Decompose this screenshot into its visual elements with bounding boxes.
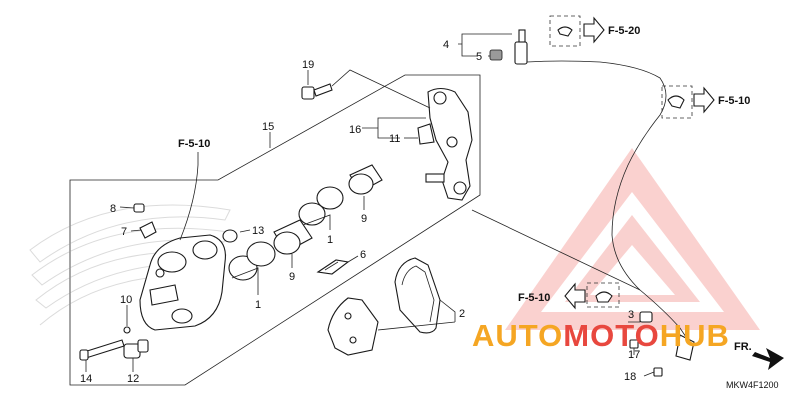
bleeder-screw-7 [139,221,157,239]
ref-label-f520[interactable]: F-5-20 [608,25,640,37]
callout-2: 2 [459,308,465,320]
callout-14: 14 [80,373,92,385]
oring-10 [123,326,131,334]
abs-sensor-wire [514,29,695,377]
reference-labels: F-5-20 F-5-10 F-5-10 F-5-10 [178,25,750,304]
seal-set-lower [228,241,276,281]
arrow-right-icon [583,16,605,44]
callout-4: 4 [443,39,449,51]
callout-8: 8 [110,203,116,215]
callout-labels: 4 5 19 16 11 15 8 7 13 9 1 9 6 1 2 10 14… [80,39,640,385]
bleeder-cap-8 [133,203,145,213]
caliper-bracket [417,87,473,201]
ref-box-f510-lower [586,282,620,308]
callout-11: 11 [389,133,400,145]
callout-16: 16 [349,124,361,136]
callout-1-upper: 1 [327,234,333,246]
callout-6: 6 [360,249,366,261]
arrow-right-icon [693,86,715,114]
arrow-left-icon [564,282,586,310]
callout-1-lower: 1 [255,299,261,311]
ref-label-f510-left[interactable]: F-5-10 [178,138,210,150]
ref-box-f510-right [661,85,693,119]
piston-lower [273,219,313,255]
callout-3: 3 [628,309,634,321]
front-direction-label: FR. [734,341,752,353]
watermark-moto: MOTO [563,318,659,353]
front-direction-arrow [752,348,784,370]
callout-12: 12 [127,373,139,385]
callout-9-lower: 9 [289,271,295,283]
pin-bolt-14 [79,339,125,361]
watermark-triangle [505,148,760,330]
sleeve-12 [123,339,149,359]
bolt-19 [301,83,333,100]
dust-cap-13 [222,229,238,243]
clip-5 [489,49,503,61]
callout-10: 10 [120,294,132,306]
callout-5: 5 [476,51,482,63]
callout-9-upper: 9 [361,213,367,225]
callout-17: 17 [628,349,640,361]
seal-set-upper [298,186,344,226]
diagram-code: MKW4F1200 [726,380,779,390]
ref-label-f510-lower[interactable]: F-5-10 [518,292,550,304]
watermark-hub: HUB [660,318,730,353]
piston-upper [348,164,383,195]
callout-13: 13 [252,225,264,237]
caliper-body [139,234,226,331]
watermark-auto: AUTO [472,318,563,353]
pad-spring-6 [316,259,350,275]
ref-box-f520 [549,15,581,47]
brake-pad-inner [394,257,441,334]
watermark-text: AUTOMOTOHUB [472,318,730,353]
assembly-outline [69,74,481,386]
callout-19: 19 [302,59,314,71]
leader-lines [85,33,655,377]
callout-7: 7 [121,226,127,238]
brake-pad-outer [327,297,379,356]
ref-label-f510-right[interactable]: F-5-10 [718,95,750,107]
callout-18: 18 [624,371,636,383]
callout-15: 15 [262,121,274,133]
